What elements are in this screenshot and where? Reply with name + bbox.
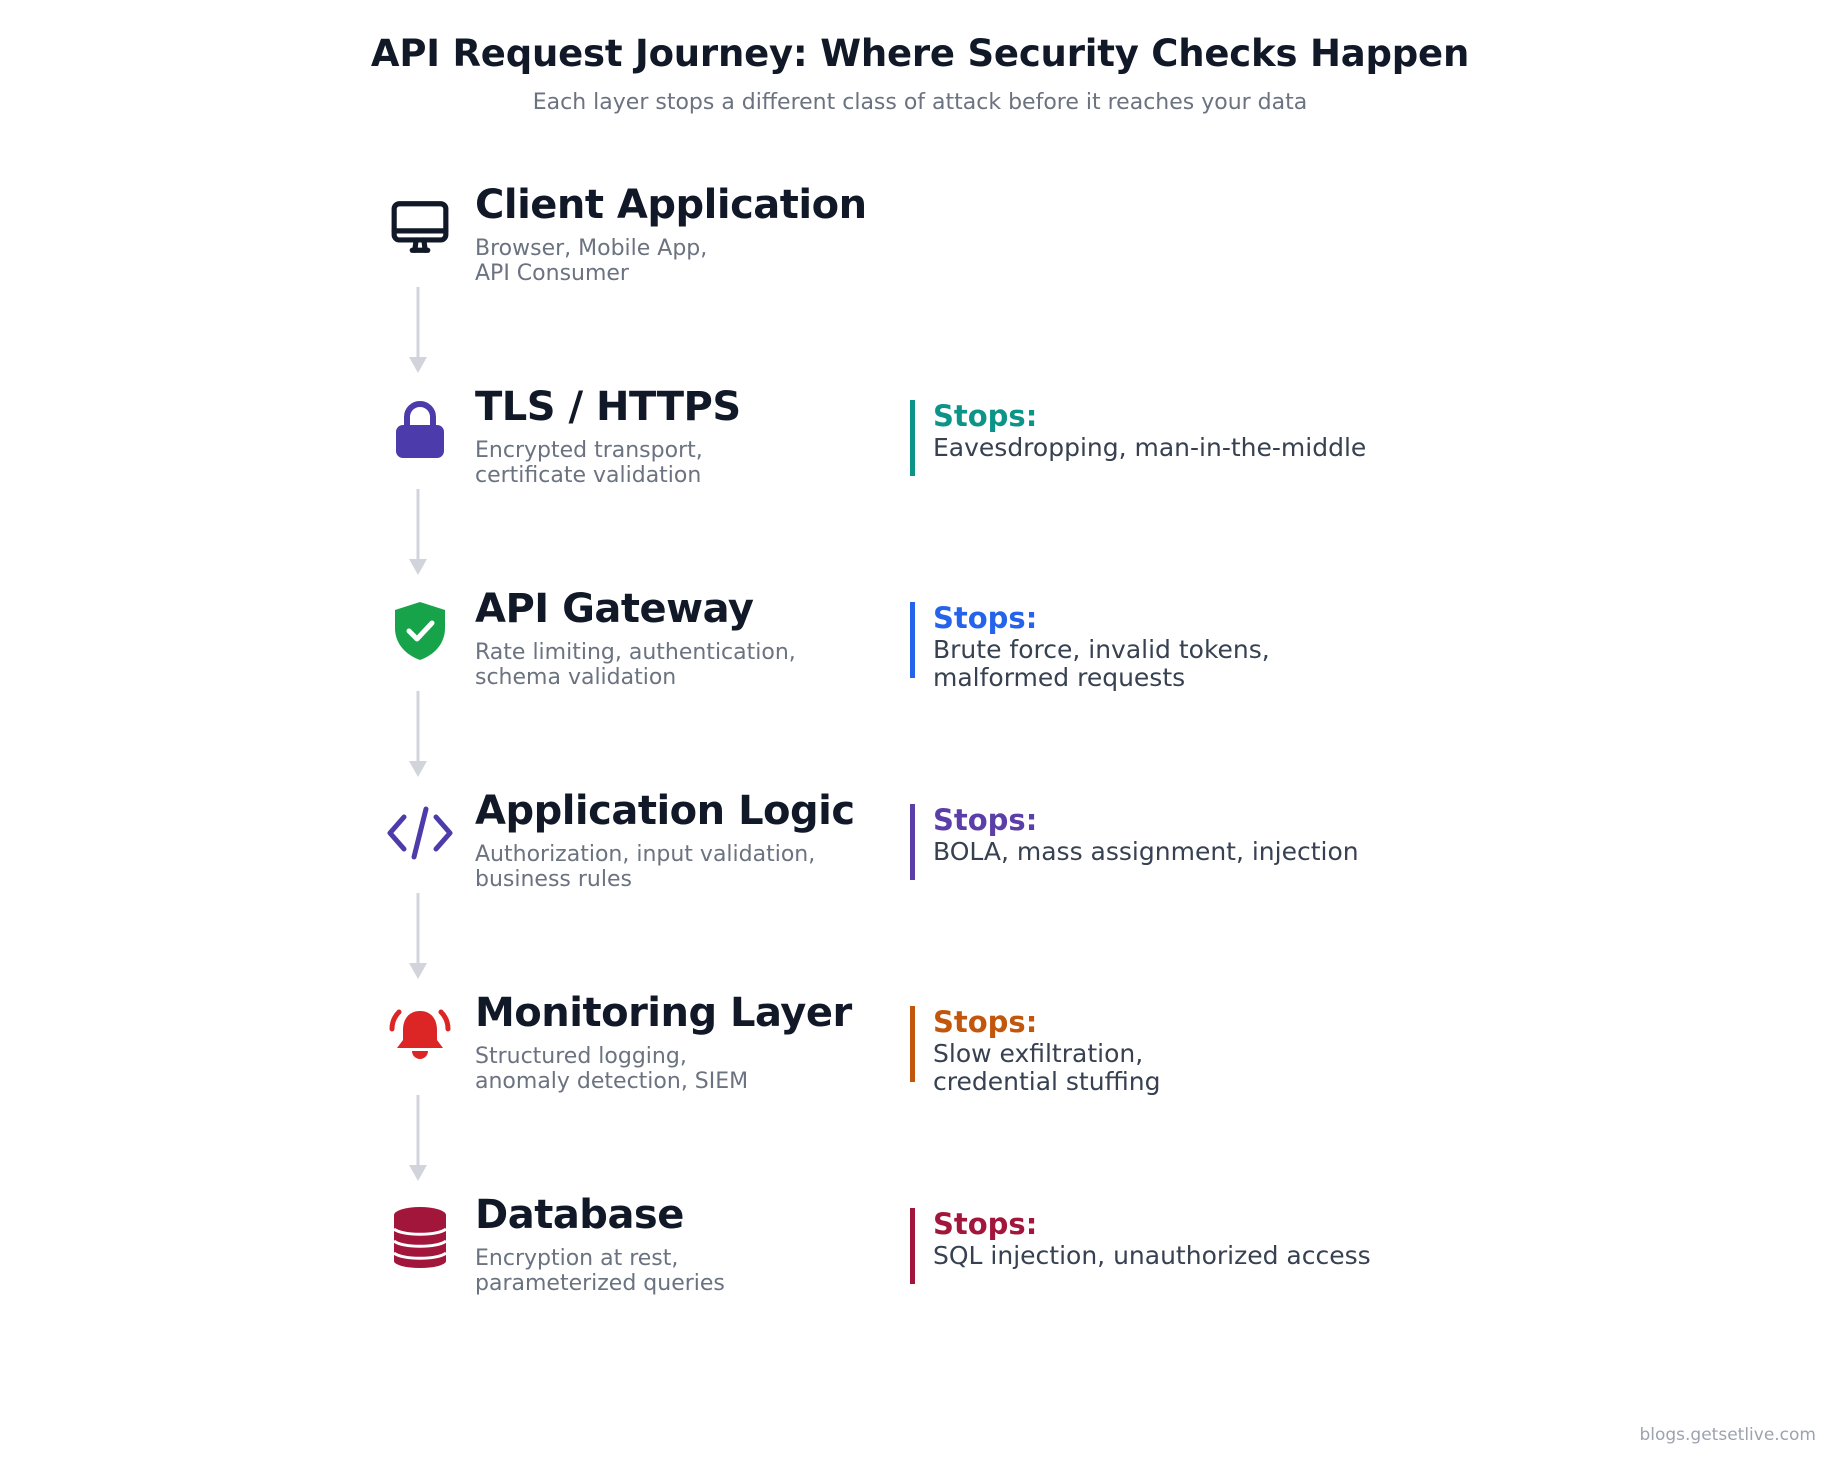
stops-panel: Stops: Eavesdropping, man-in-the-middle: [910, 400, 1366, 476]
page-title: API Request Journey: Where Security Chec…: [370, 32, 1470, 75]
shield-check-icon: [385, 596, 455, 666]
flow-arrow: [409, 489, 427, 575]
stops-text: Slow exfiltration, credential stuffing: [933, 1039, 1161, 1096]
alarm-bell-icon: [385, 1000, 455, 1070]
layer-description: Structured logging, anomaly detection, S…: [475, 1044, 749, 1094]
layer-tls-https: TLS / HTTPS Encrypted transport, certifi…: [385, 384, 1485, 544]
footer-credit: blogs.getsetlive.com: [1639, 1425, 1816, 1445]
layer-name: API Gateway: [475, 586, 754, 632]
stops-panel: Stops: Slow exfiltration, credential stu…: [910, 1005, 1160, 1096]
layer-monitoring: Monitoring Layer Structured logging, ano…: [385, 990, 1485, 1150]
stops-text: SQL injection, unauthorized access: [933, 1241, 1371, 1270]
flow-arrow: [409, 1095, 427, 1181]
stops-label: Stops:: [933, 399, 1038, 433]
stops-panel: Stops: Brute force, invalid tokens, malf…: [910, 601, 1270, 692]
stops-label: Stops:: [933, 601, 1038, 635]
stops-panel: Stops: SQL injection, unauthorized acces…: [910, 1208, 1371, 1284]
stops-panel: Stops: BOLA, mass assignment, injection: [910, 804, 1359, 880]
layer-description: Authorization, input validation, busines…: [475, 842, 816, 892]
layer-description: Browser, Mobile App, API Consumer: [475, 236, 708, 286]
code-icon: [385, 798, 455, 868]
layer-name: TLS / HTTPS: [475, 384, 741, 430]
layer-description: Rate limiting, authentication, schema va…: [475, 640, 796, 690]
database-icon: [385, 1202, 455, 1272]
flow-arrow: [409, 287, 427, 373]
flow-arrow: [409, 691, 427, 777]
stops-label: Stops:: [933, 1207, 1038, 1241]
layer-client-application: Client Application Browser, Mobile App, …: [385, 182, 1485, 342]
layer-name: Client Application: [475, 182, 867, 228]
flow-arrow: [409, 893, 427, 979]
lock-icon: [385, 394, 455, 464]
page-subtitle: Each layer stops a different class of at…: [532, 90, 1308, 115]
layer-api-gateway: API Gateway Rate limiting, authenticatio…: [385, 586, 1485, 746]
layer-description: Encryption at rest, parameterized querie…: [475, 1246, 725, 1296]
monitor-icon: [385, 192, 455, 262]
layer-description: Encrypted transport, certificate validat…: [475, 438, 703, 488]
layer-application-logic: Application Logic Authorization, input v…: [385, 788, 1485, 948]
layer-name: Application Logic: [475, 788, 855, 834]
stops-label: Stops:: [933, 803, 1038, 837]
layer-name: Database: [475, 1192, 684, 1238]
layer-name: Monitoring Layer: [475, 990, 852, 1036]
stops-text: BOLA, mass assignment, injection: [933, 837, 1359, 866]
stops-text: Brute force, invalid tokens, malformed r…: [933, 635, 1270, 692]
stops-label: Stops:: [933, 1005, 1038, 1039]
layer-database: Database Encryption at rest, parameteriz…: [385, 1192, 1485, 1352]
stops-text: Eavesdropping, man-in-the-middle: [933, 433, 1367, 462]
